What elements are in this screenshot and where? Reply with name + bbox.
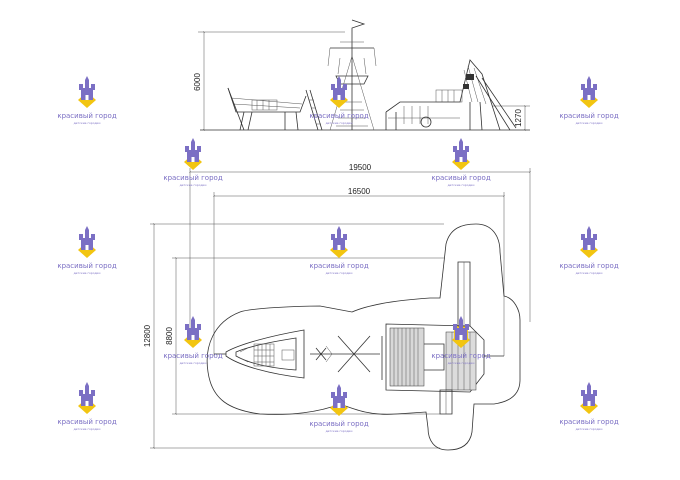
svg-text:красивый город: красивый город	[431, 352, 490, 360]
watermark: красивый город детские городки	[163, 138, 223, 187]
svg-text:красивый город: красивый город	[559, 262, 618, 270]
width-structure-label: 8800	[165, 327, 174, 345]
watermark: красивый город детские городки	[309, 384, 369, 433]
svg-text:красивый город: красивый город	[431, 174, 490, 182]
watermark: красивый город детские городки	[309, 226, 369, 275]
castle-logo-icon	[78, 76, 96, 108]
watermark-group: красивый город детские городки красивый …	[57, 76, 619, 433]
bow-plan	[214, 329, 305, 379]
castle-logo-icon	[184, 138, 202, 170]
castle-logo-icon	[330, 384, 348, 416]
castle-logo-icon	[580, 226, 598, 258]
flag-icon	[351, 19, 366, 38]
svg-text:детские городки: детские городки	[74, 271, 101, 275]
height-total-label: 6000	[193, 73, 202, 91]
castle-logo-icon	[184, 316, 202, 348]
slide	[457, 261, 471, 327]
svg-text:детские городки: детские городки	[180, 183, 207, 187]
castle-logo-icon	[78, 382, 96, 414]
svg-text:красивый город: красивый город	[559, 112, 618, 120]
svg-text:красивый город: красивый город	[57, 262, 116, 270]
length-overall-label: 19500	[349, 163, 372, 172]
svg-text:детские городки: детские городки	[180, 361, 207, 365]
watermark: красивый город детские городки	[431, 316, 491, 365]
watermark: красивый город детские городки	[559, 226, 619, 275]
watermark: красивый город детские городки	[57, 226, 117, 275]
svg-text:детские городки: детские городки	[576, 271, 603, 275]
svg-text:детские городки: детские городки	[326, 121, 353, 125]
platform-height-label: 1270	[514, 109, 523, 127]
svg-text:красивый город: красивый город	[57, 418, 116, 426]
length-structure-label: 16500	[348, 187, 371, 196]
platform-height-dimension: 1270	[492, 105, 530, 131]
svg-text:детские городки: детские городки	[576, 121, 603, 125]
dimension-16500: 16500	[213, 187, 505, 356]
stern-plan	[381, 261, 504, 415]
castle-logo-icon	[580, 382, 598, 414]
watermark: красивый город детские городки	[559, 382, 619, 431]
safety-zone-outline	[206, 223, 521, 451]
watermark: красивый город детские городки	[163, 316, 223, 365]
svg-text:красивый город: красивый город	[309, 420, 368, 428]
watermark: красивый город детские городки	[431, 138, 491, 187]
watermark: красивый город детские городки	[57, 76, 117, 125]
castle-logo-icon	[330, 76, 348, 108]
svg-text:красивый город: красивый город	[57, 112, 116, 120]
castle-logo-icon	[330, 226, 348, 258]
castle-logo-icon	[580, 76, 598, 108]
svg-text:красивый город: красивый город	[309, 112, 368, 120]
castle-logo-icon	[452, 138, 470, 170]
svg-text:детские городки: детские городки	[448, 361, 475, 365]
svg-text:красивый город: красивый город	[163, 352, 222, 360]
svg-text:красивый город: красивый город	[559, 418, 618, 426]
castle-logo-icon	[78, 226, 96, 258]
svg-text:красивый город: красивый город	[309, 262, 368, 270]
watermark: красивый город детские городки	[559, 76, 619, 125]
svg-text:детские городки: детские городки	[326, 429, 353, 433]
width-overall-label: 12800	[143, 324, 152, 347]
svg-text:детские городки: детские городки	[448, 183, 475, 187]
svg-text:красивый город: красивый город	[163, 174, 222, 182]
watermark: красивый город детские городки	[57, 382, 117, 431]
svg-text:детские городки: детские городки	[576, 427, 603, 431]
stern-elevation	[385, 59, 517, 131]
bow-elevation	[227, 87, 323, 131]
svg-text:детские городки: детские городки	[326, 271, 353, 275]
watermark: красивый город детские городки	[309, 76, 369, 125]
mast-plan	[310, 335, 380, 373]
dimension-12800: 12800	[143, 223, 444, 449]
svg-text:детские городки: детские городки	[74, 427, 101, 431]
svg-text:детские городки: детские городки	[74, 121, 101, 125]
plan-view	[206, 223, 521, 451]
height-dimension: 6000	[193, 31, 345, 131]
dimension-19500: 19500	[189, 163, 531, 330]
